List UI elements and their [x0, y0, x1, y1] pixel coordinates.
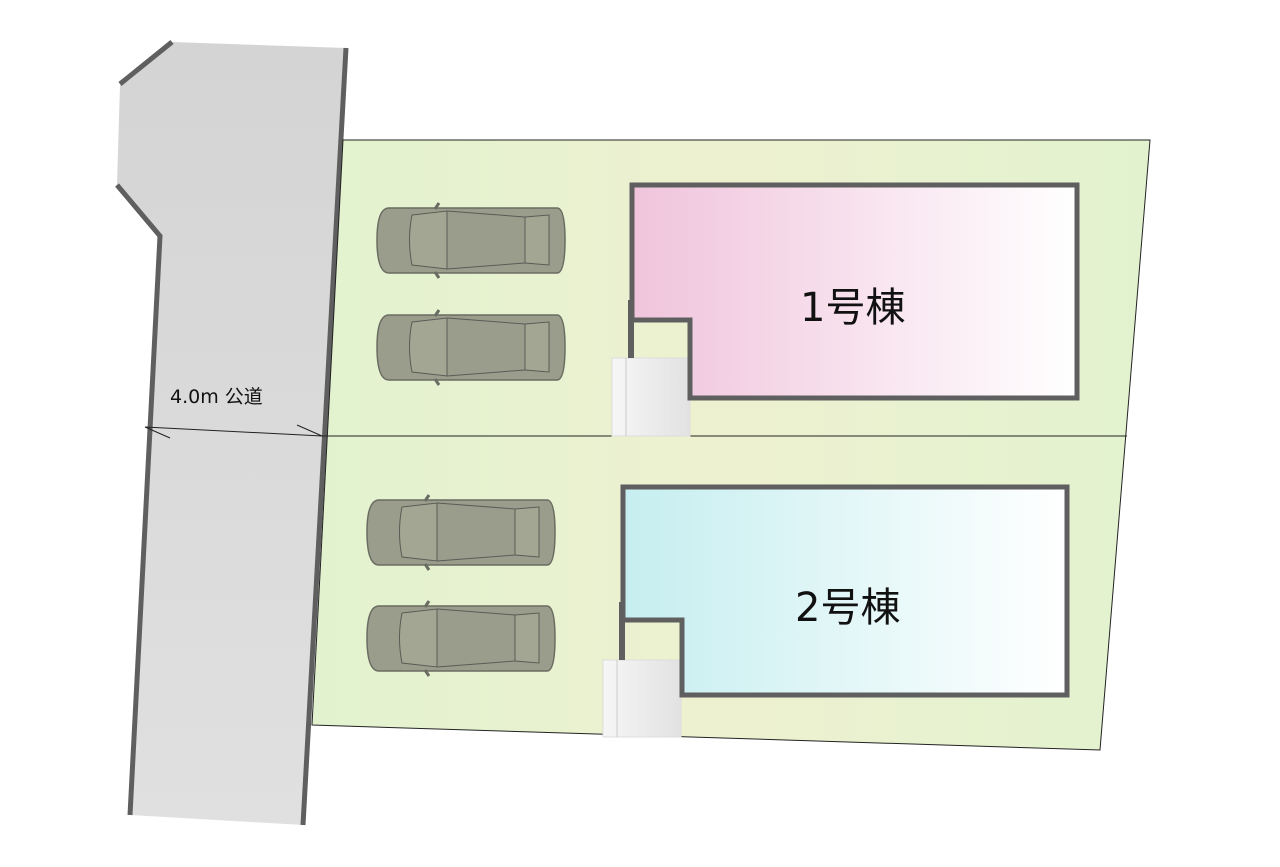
- parking-car-1: [375, 201, 567, 280]
- building-2-label: 2号棟: [795, 585, 901, 631]
- building-1-label: 1号棟: [800, 285, 906, 331]
- road-label: 4.0m 公道: [170, 386, 263, 408]
- entrance-steps-2: [602, 659, 682, 738]
- road-width-dimension: [144, 426, 323, 437]
- parking-car-2: [375, 308, 567, 387]
- entrance-steps-1: [611, 357, 691, 437]
- public-road: [117, 42, 346, 825]
- parking-car-4: [365, 599, 557, 678]
- parking-car-3: [365, 493, 557, 572]
